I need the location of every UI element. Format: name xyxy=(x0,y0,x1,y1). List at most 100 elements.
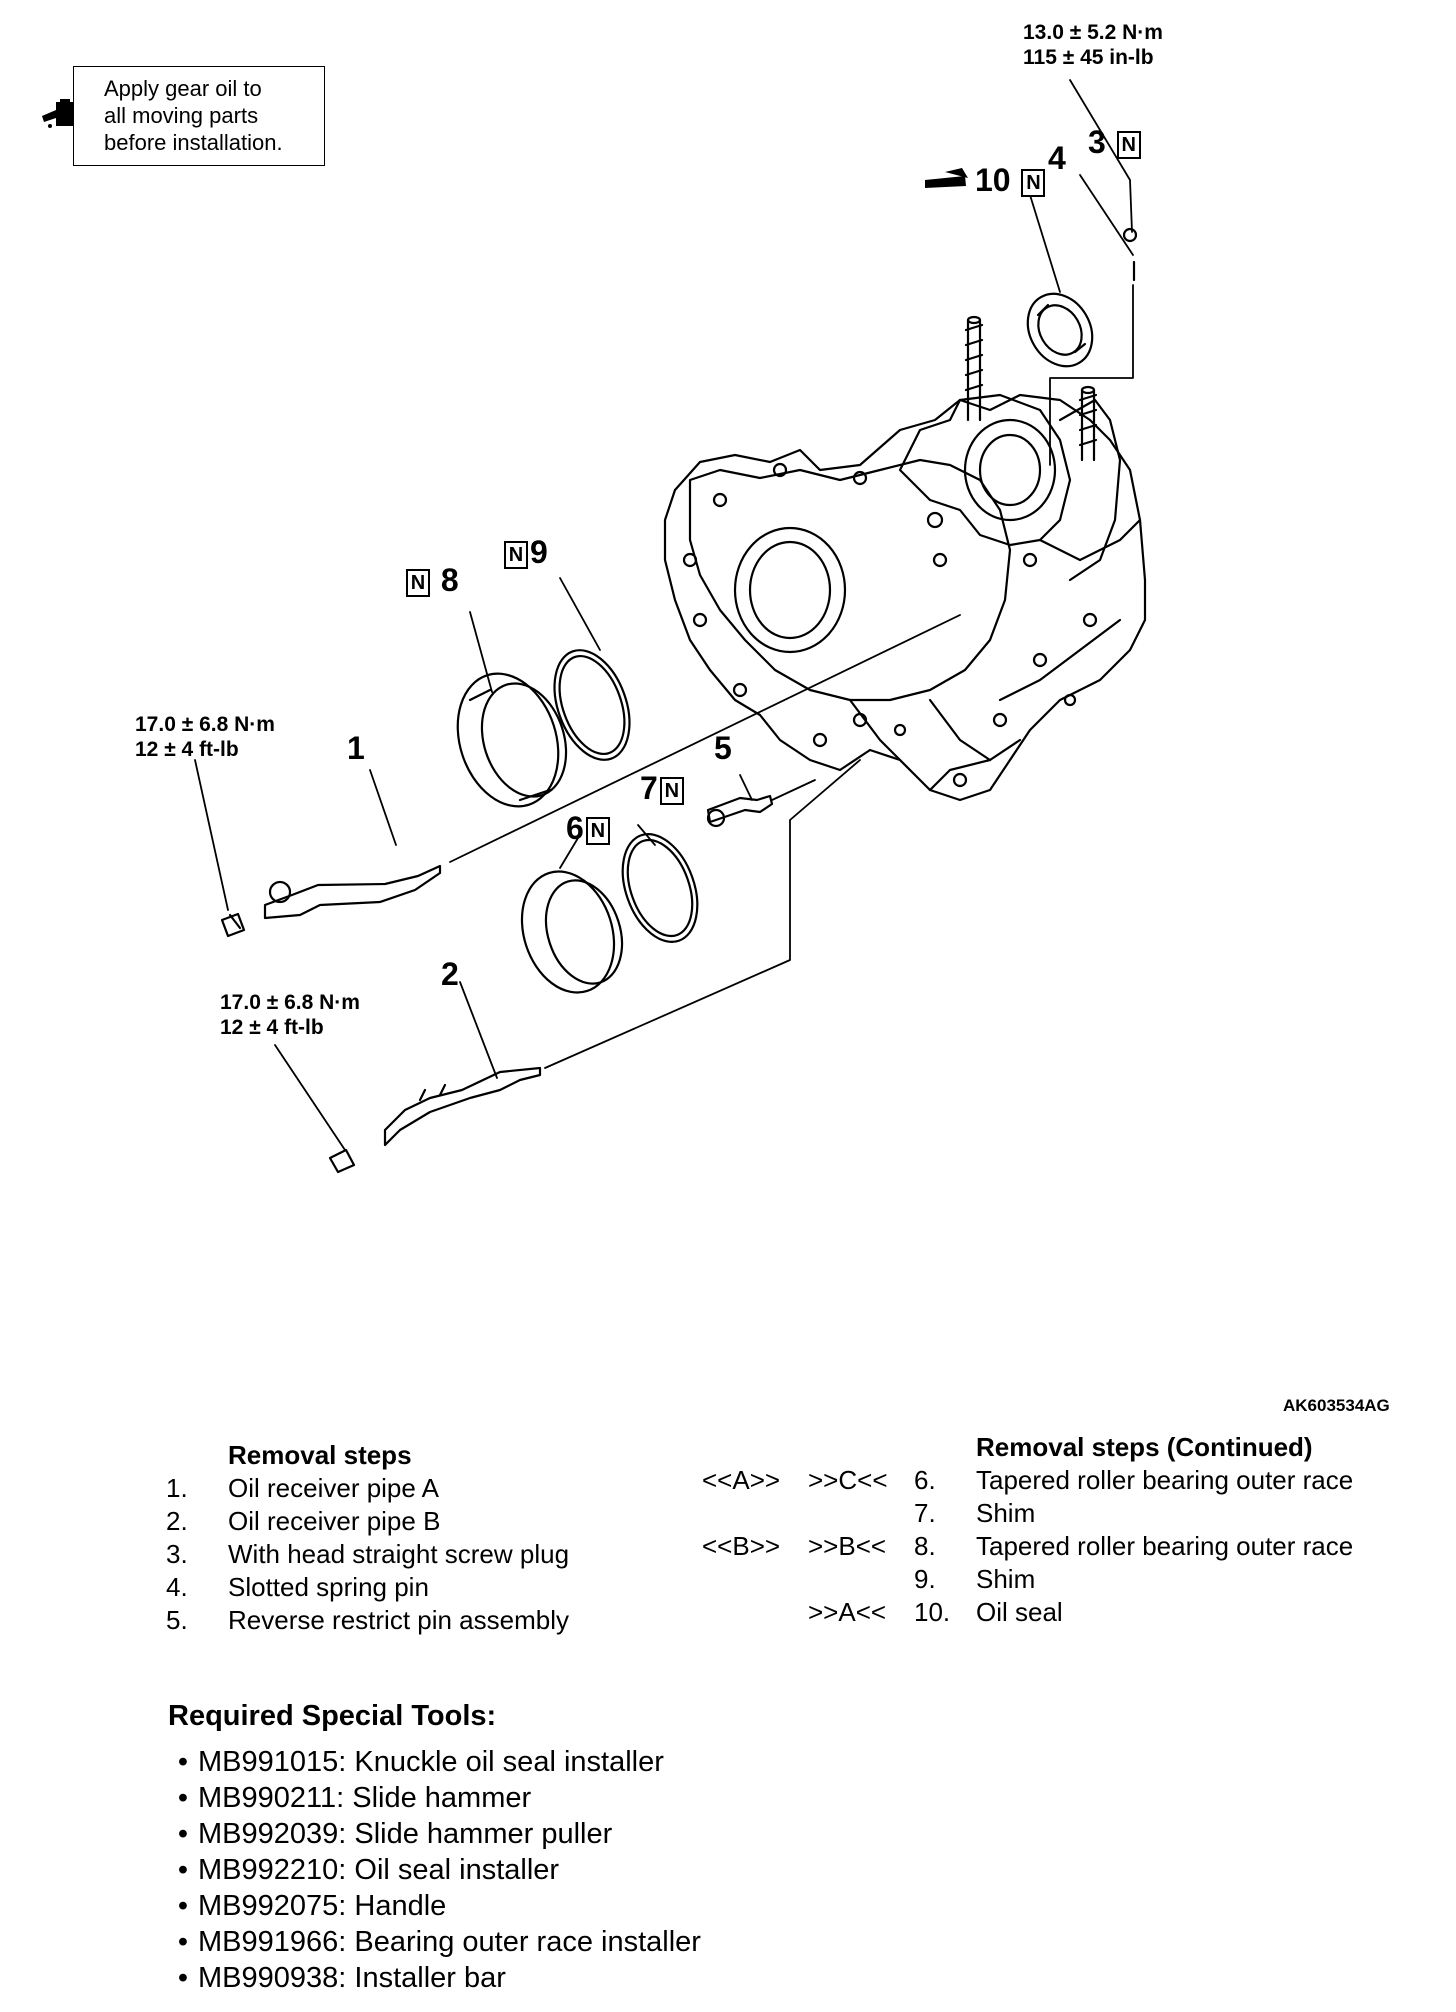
torque-spec-part-2: 17.0 ± 6.8 N·m 12 ± 4 ft-lb xyxy=(220,990,360,1040)
removal-code xyxy=(808,1497,914,1530)
special-tools-title: Required Special Tools: xyxy=(168,1700,497,1732)
note-line: all moving parts xyxy=(104,103,259,128)
transaxle-case xyxy=(663,315,1147,802)
list-item: •MB992039: Slide hammer puller xyxy=(168,1816,701,1852)
list-item: 4. Slotted spring pin xyxy=(166,1571,569,1604)
new-part-badge: N xyxy=(1021,168,1046,197)
callout-number: 7 xyxy=(640,770,658,806)
reverse-restrict-pin-part-5 xyxy=(706,794,774,828)
removal-steps-continued-title: Removal steps (Continued) xyxy=(976,1432,1313,1462)
list-item: •MB991015: Knuckle oil seal installer xyxy=(168,1744,701,1780)
removal-code: >>B<< xyxy=(808,1531,887,1561)
install-code: <<B>> xyxy=(702,1531,781,1561)
bullet-icon: • xyxy=(177,1782,189,1814)
step-text: Oil receiver pipe B xyxy=(228,1506,441,1536)
step-text: Tapered roller bearing outer race xyxy=(976,1465,1354,1495)
callout-number: 1 xyxy=(347,730,365,766)
step-index: 4. xyxy=(166,1572,188,1602)
step-index: 3. xyxy=(166,1539,188,1569)
step-text: Slotted spring pin xyxy=(228,1572,429,1602)
exploded-view-diagram xyxy=(194,79,1147,1174)
figure-code: AK603534AG xyxy=(1283,1396,1390,1415)
removal-code: >>C<< xyxy=(808,1465,888,1495)
tool-text: MB992210: Oil seal installer xyxy=(198,1854,560,1886)
callout-number: 8 xyxy=(440,562,459,598)
install-code: <<A>> xyxy=(702,1465,781,1495)
step-text: Shim xyxy=(976,1498,1036,1528)
tool-text: MB990938: Installer bar xyxy=(198,1962,506,1994)
new-part-badge: N xyxy=(406,568,430,597)
special-tools: Required Special Tools: •MB991015: Knuck… xyxy=(168,1700,701,1996)
step-index: 6. xyxy=(914,1465,936,1495)
list-item: 5.Reverse restrict pin assembly xyxy=(166,1604,569,1637)
callout-number: 2 xyxy=(441,956,459,992)
step-text: Oil seal xyxy=(976,1597,1063,1627)
callout-4: 4 xyxy=(1048,140,1066,177)
bullet-icon: • xyxy=(177,1890,189,1922)
torque-spec-part-1: 17.0 ± 6.8 N·m 12 ± 4 ft-lb xyxy=(135,712,275,762)
list-item: 1.Oil receiver pipe A xyxy=(166,1472,569,1505)
removal-steps-left: Removal steps 1.Oil receiver pipe A 2.Oi… xyxy=(166,1438,569,1637)
shim-part-9 xyxy=(553,649,631,761)
callout-10: 10 N xyxy=(975,162,1047,199)
callout-number: 4 xyxy=(1048,140,1066,176)
step-index: 7. xyxy=(914,1498,936,1528)
torque-imperial: 12 ± 4 ft-lb xyxy=(135,738,239,761)
torque-nm: 13.0 ± 5.2 N·m xyxy=(1023,21,1163,44)
shim-part-7 xyxy=(621,833,699,943)
list-item: >>A<<10.Oil seal xyxy=(702,1596,1353,1629)
list-item: 2.Oil receiver pipe B xyxy=(166,1505,569,1538)
bullet-icon: • xyxy=(177,1962,189,1994)
removal-steps-right: Removal steps (Continued) <<A>> >>C<< 6. Ta… xyxy=(702,1430,1353,1629)
callout-number: 10 xyxy=(975,162,1011,198)
step-text: Reverse restrict pin assembly xyxy=(228,1605,569,1635)
bullet-icon: • xyxy=(177,1854,189,1886)
new-part-badge: N xyxy=(1116,130,1141,159)
torque-spec-part-3: 13.0 ± 5.2 N·m 115 ± 45 in-lb xyxy=(1023,20,1163,70)
oil-receiver-pipe-b-part-2 xyxy=(328,1066,542,1174)
step-text: Shim xyxy=(976,1564,1036,1594)
callout-1: 1 xyxy=(347,730,365,767)
list-item: • MB992075: Handle xyxy=(168,1888,701,1924)
oil-seal-part-10 xyxy=(1026,292,1094,368)
list-item: • MB990938: Installer bar xyxy=(168,1960,701,1996)
callout-number: 3 xyxy=(1088,124,1106,160)
removal-code: >>A<< xyxy=(808,1597,887,1627)
bullet-icon: • xyxy=(177,1746,189,1778)
tool-text: MB992075: Handle xyxy=(198,1890,447,1922)
note-line: before installation. xyxy=(104,130,283,155)
install-code xyxy=(702,1596,808,1629)
install-code xyxy=(702,1563,808,1596)
step-index: 9. xyxy=(914,1564,936,1594)
callout-number: 5 xyxy=(714,730,732,766)
list-item: 3. With head straight screw plug xyxy=(166,1538,569,1571)
step-index: 8. xyxy=(914,1531,936,1561)
list-item: 7. Shim xyxy=(702,1497,1353,1530)
torque-nm: 17.0 ± 6.8 N·m xyxy=(220,991,360,1014)
callout-2: 2 xyxy=(441,956,459,993)
leader-lines xyxy=(194,79,1134,1151)
list-item: 9. Shim xyxy=(702,1563,1353,1596)
list-item: <<B>> >>B<< 8. Tapered roller bearing outer… xyxy=(702,1530,1353,1563)
tool-text: MB990211: Slide hammer xyxy=(198,1782,532,1814)
list-item: <<A>> >>C<< 6. Tapered roller bearing outer… xyxy=(702,1464,1353,1497)
screw-plug-part-3 xyxy=(1122,227,1138,243)
bearing-race-part-6 xyxy=(520,870,624,994)
note-line: Apply gear oil to xyxy=(104,76,262,101)
removal-code xyxy=(808,1563,914,1596)
step-text: Oil receiver pipe A xyxy=(228,1473,439,1503)
step-text: Tapered roller bearing outer race xyxy=(976,1531,1354,1561)
callout-3: 3 N xyxy=(1088,124,1143,161)
callout-5: 5 xyxy=(714,730,732,767)
bullet-icon: • xyxy=(177,1818,189,1850)
oil-can-icon-10 xyxy=(925,168,968,188)
torque-nm: 17.0 ± 6.8 N·m xyxy=(135,713,275,736)
list-item: • MB992210: Oil seal installer xyxy=(168,1852,701,1888)
gear-oil-note: Apply gear oil to all moving parts befor… xyxy=(73,66,325,166)
list-item: • MB990211: Slide hammer xyxy=(168,1780,701,1816)
install-code xyxy=(702,1497,808,1530)
new-part-badge: N xyxy=(504,540,528,569)
new-part-badge: N xyxy=(659,776,684,805)
step-text: With head straight screw plug xyxy=(228,1539,570,1569)
